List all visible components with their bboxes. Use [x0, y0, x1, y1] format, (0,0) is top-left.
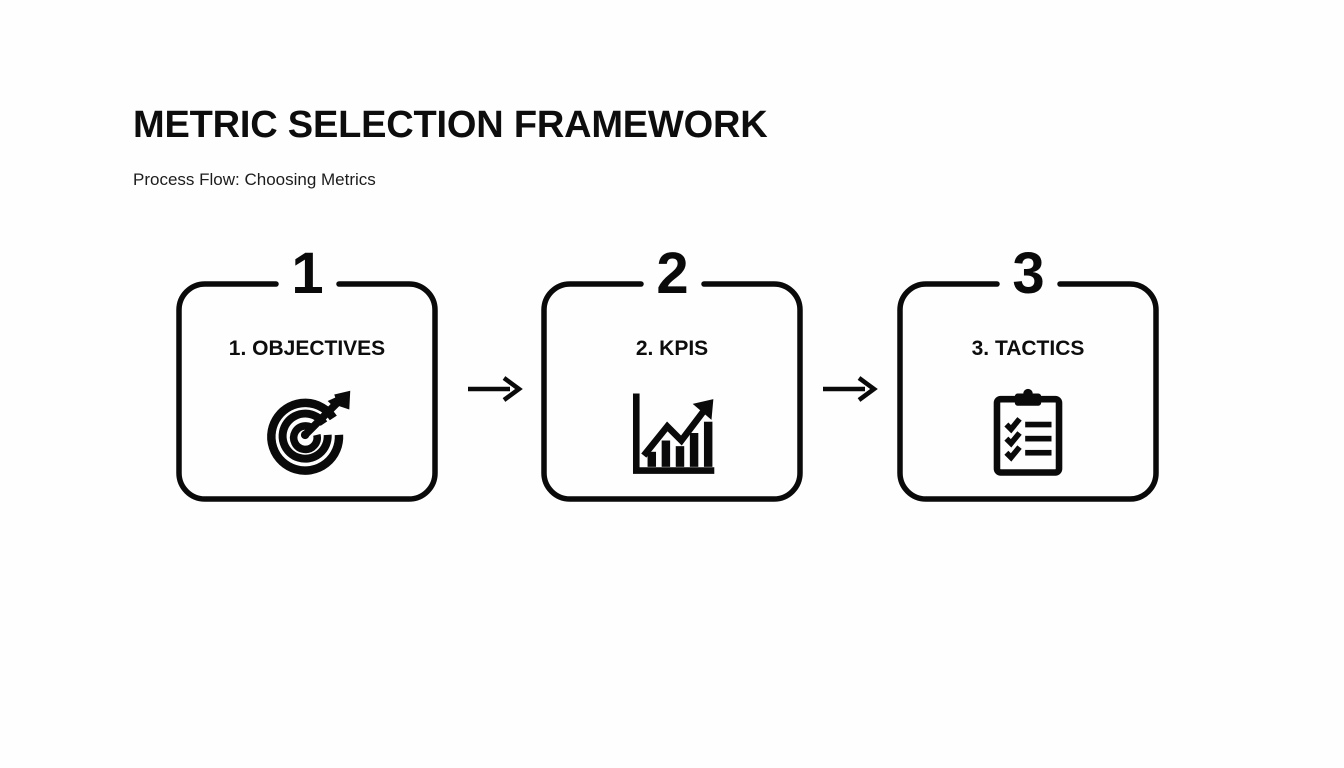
step-3-label: 3. TACTICS [971, 337, 1085, 360]
arrow-step2-to-step3-icon [821, 371, 879, 407]
step-2-box [541, 281, 803, 502]
step-2-number: 2 [656, 241, 688, 306]
page-subtitle: Process Flow: Choosing Metrics [133, 170, 376, 189]
bar-chart-growth-icon [625, 386, 719, 480]
target-icon [260, 386, 354, 480]
process-step-1[interactable]: 1 1. OBJECTIVES [176, 243, 438, 504]
step-1-box [176, 281, 438, 502]
process-flow-diagram: 1 1. OBJECTIVES [0, 243, 1344, 508]
step-3-number: 3 [1012, 241, 1044, 306]
clipboard-checklist-icon [981, 386, 1075, 480]
step-1-number: 1 [291, 241, 323, 306]
slide-header: METRIC SELECTION FRAMEWORK Process Flow:… [133, 103, 1033, 192]
step-3-box [897, 281, 1159, 502]
process-step-2[interactable]: 2 2. KPIS [541, 243, 803, 504]
step-2-label: 2. KPIS [635, 337, 709, 360]
step-1-label: 1. OBJECTIVES [228, 337, 386, 360]
process-step-3[interactable]: 3 3. TACTICS [897, 243, 1159, 504]
arrow-step1-to-step2-icon [466, 371, 524, 407]
page-title: METRIC SELECTION FRAMEWORK [133, 104, 768, 146]
